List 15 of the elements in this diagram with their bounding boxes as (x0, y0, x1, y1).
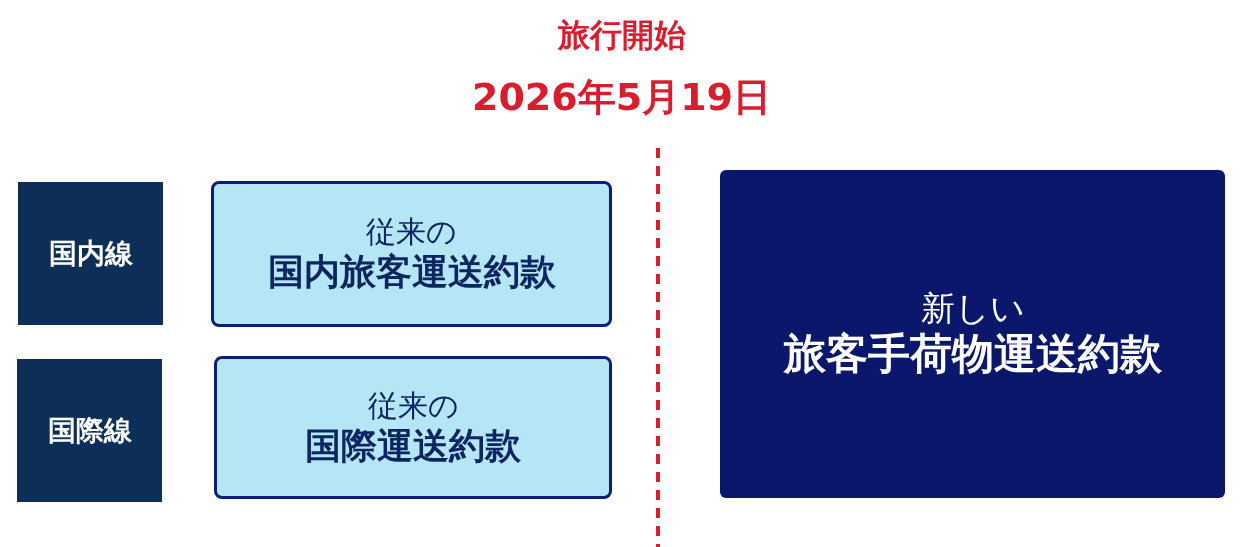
date-label: 2026年5月19日 (471, 74, 772, 121)
terms-box (211, 181, 612, 327)
subtitle: 従来の (366, 214, 457, 251)
title: 国際線 (47, 413, 132, 448)
title: 国内旅客運送約款 (267, 250, 556, 294)
terms-box (214, 356, 612, 499)
route-label-box (17, 359, 162, 502)
subtitle: 新しい (920, 288, 1025, 330)
route-label-box (18, 182, 163, 325)
title: 国際運送約款 (305, 423, 521, 468)
title: 国内線 (48, 236, 133, 271)
heading: 旅行開始 (557, 15, 686, 56)
subtitle: 従来の (367, 387, 459, 424)
terms-box (720, 170, 1225, 498)
title: 旅客手荷物運送約款 (783, 329, 1162, 380)
